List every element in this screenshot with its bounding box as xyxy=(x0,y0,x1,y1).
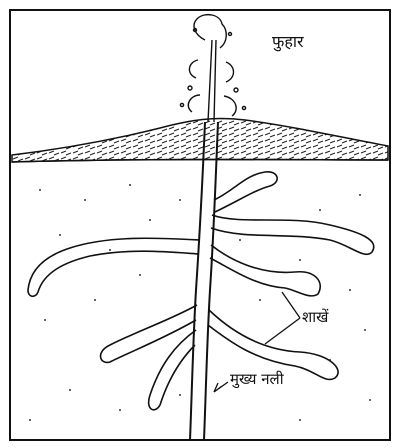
label-main-tube: मुख्य नली xyxy=(230,372,284,387)
branch-pointers xyxy=(265,292,300,344)
main-tube xyxy=(190,122,218,440)
label-branches: शाखें xyxy=(302,310,328,325)
ground-mound xyxy=(12,118,388,162)
tube-pointer-arrow xyxy=(214,382,228,392)
fountain-spray xyxy=(180,15,245,122)
label-fountain: फुहार xyxy=(272,34,304,50)
